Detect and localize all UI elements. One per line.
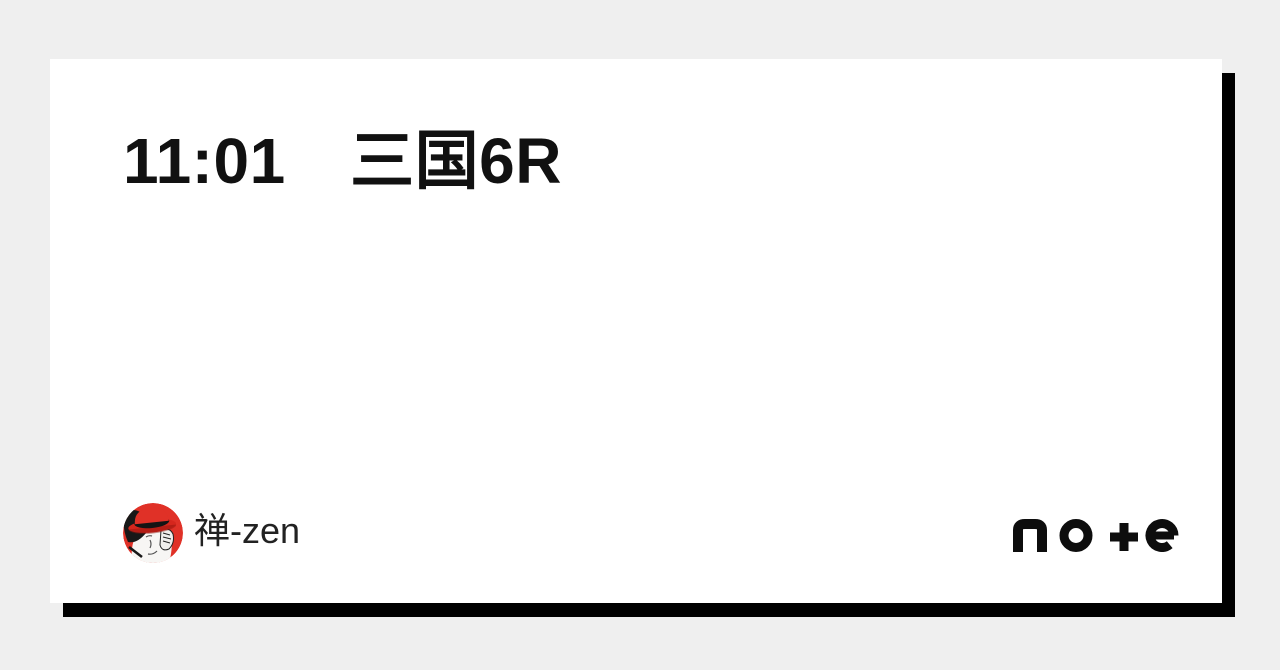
card-title: 11:01 三国6R (123, 125, 562, 197)
author-name: 禅-zen (194, 510, 301, 551)
share-card: 11:01 三国6R (50, 59, 1222, 603)
note-logo-icon (1013, 516, 1179, 552)
author-avatar-icon (123, 503, 183, 563)
author-row: 禅-zen (123, 503, 300, 563)
